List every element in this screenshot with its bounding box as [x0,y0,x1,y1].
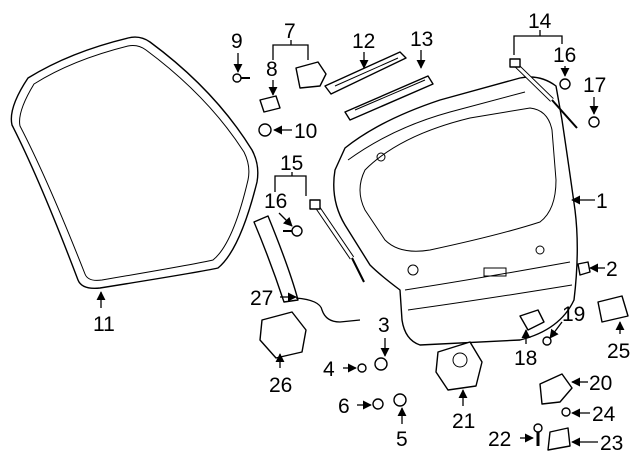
callout-2: 2 [606,258,618,281]
callout-12: 12 [352,30,375,53]
callout-23: 23 [600,432,623,455]
small-parts [232,61,629,451]
callout-13: 13 [410,28,433,51]
callout-15: 15 [280,152,303,175]
callout-17: 17 [583,74,606,97]
spoiler-brackets [324,51,434,121]
callout-24: 24 [592,403,616,426]
callout-5: 5 [396,428,408,451]
callout-16b: 16 [264,190,287,213]
callout-16a: 16 [553,44,576,67]
callout-22: 22 [488,428,511,451]
callout-8: 8 [266,58,278,81]
callout-20: 20 [589,372,612,395]
lift-support-strut-right [509,58,578,129]
callout-3: 3 [378,314,390,337]
liftgate-panel [333,76,578,346]
callout-6: 6 [338,395,350,418]
callout-9: 9 [231,30,243,53]
callout-19: 19 [562,303,585,326]
lift-support-strut-left [309,199,365,283]
callout-7: 7 [284,20,296,43]
weatherstrip-seal [10,36,259,290]
callout-26: 26 [269,374,292,397]
callout-1: 1 [596,190,608,213]
callout-18: 18 [514,347,537,370]
callout-25: 25 [607,340,630,363]
callout-11: 11 [93,313,115,336]
callout-10: 10 [294,120,317,143]
callout-labels: 1 2 3 4 5 6 7 8 9 10 11 12 13 14 15 16 1… [93,10,630,455]
callout-21: 21 [452,410,475,433]
callout-4: 4 [323,358,335,381]
callout-14: 14 [528,10,552,33]
callout-leaders [96,30,625,447]
callout-27: 27 [250,287,273,310]
